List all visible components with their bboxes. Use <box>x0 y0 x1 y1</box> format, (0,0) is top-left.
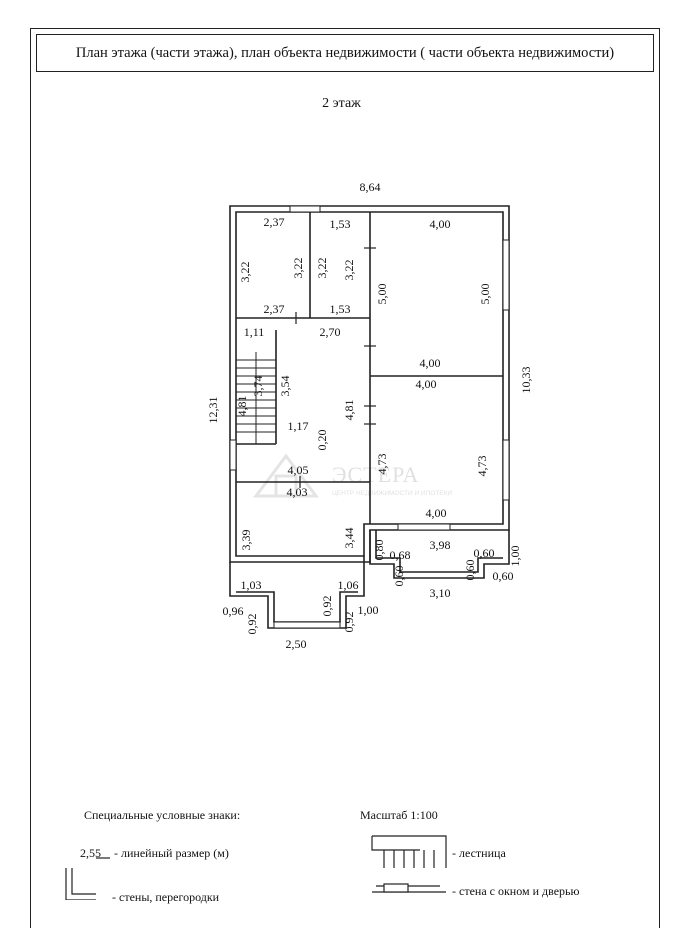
legend-dim-text: - линейный размер (м) <box>114 846 229 860</box>
floor-label: 2 этаж <box>322 96 361 111</box>
legend-walls-text: - стены, перегородки <box>112 890 220 904</box>
dim-hall-bottom: 4,05 <box>288 463 309 477</box>
legend-window-text: - стена с окном и дверью <box>452 884 580 898</box>
dim-room4-left: 4,73 <box>375 454 389 475</box>
dim-overall-depth: 10,33 <box>519 367 533 394</box>
dim-bay-left: 1,03 <box>241 578 262 592</box>
dim-stair-a: 4,81 <box>235 396 249 417</box>
window-top <box>289 205 321 213</box>
legend-stair-symbol <box>371 835 447 868</box>
floor-plan: 8,64 2,37 2,37 3,22 3,22 1,53 1,53 3,22 … <box>65 180 533 900</box>
dim-room2-right: 3,22 <box>342 260 356 281</box>
dim-bay-offset-left: 0,96 <box>223 604 244 618</box>
dim-hall-inner: 1,17 <box>288 419 309 433</box>
legend-symbols <box>65 835 447 900</box>
legend-window-symbol <box>372 885 446 893</box>
dim-balcony-060a: 0,60 <box>474 546 495 560</box>
dim-room1-left: 3,22 <box>238 262 252 283</box>
dim-room2-bottom: 1,53 <box>330 302 351 316</box>
watermark-logo-icon <box>253 453 319 498</box>
dim-hall-right: 4,81 <box>342 400 356 421</box>
dim-left-height: 12,31 <box>206 397 220 424</box>
dim-bay-depth-left: 0,92 <box>245 614 259 635</box>
dim-room1-right: 3,22 <box>291 258 305 279</box>
outer-wall-inner <box>235 211 504 557</box>
dim-bay-offset-right: 1,00 <box>358 603 379 617</box>
dim-room5-left: 3,39 <box>239 530 253 551</box>
dim-room1-bottom: 2,37 <box>264 302 285 316</box>
window-room4 <box>502 439 510 501</box>
sheet-title: План этажа (части этажа), план объекта н… <box>75 45 615 61</box>
dim-room2-left: 3,22 <box>315 258 329 279</box>
scale-label: Масштаб 1:100 <box>360 808 438 822</box>
dim-balcony-width: 3,10 <box>430 586 451 600</box>
dim-room4-bottom: 4,00 <box>426 506 447 520</box>
dim-balcony-068: 0,68 <box>390 548 411 562</box>
stair-steps <box>236 352 276 444</box>
window-room3 <box>502 239 510 311</box>
dim-balcony-398: 3,98 <box>430 538 451 552</box>
dim-balcony-080: 0,80 <box>372 540 386 561</box>
dim-stair-b: 3,74 <box>251 376 265 397</box>
watermark-title: ЭСТЕРА <box>332 462 420 487</box>
door-balcony <box>397 523 451 531</box>
window-left <box>229 439 237 471</box>
dim-room3-right: 5,00 <box>478 284 492 305</box>
dim-overall-width: 8,64 <box>360 180 381 194</box>
dim-balcony-060d: 0,60 <box>493 569 514 583</box>
dim-room5-top: 4,03 <box>287 485 308 499</box>
legend-dim-value: 2,55 <box>80 846 101 860</box>
dim-balcony-100: 1,00 <box>508 546 522 567</box>
legend-wall-symbol <box>65 868 96 900</box>
dim-bay-right: 1,06 <box>338 578 359 592</box>
dim-hall-top: 2,70 <box>320 325 341 339</box>
sheet-frame <box>30 28 660 928</box>
dim-hall-left: 3,54 <box>278 376 292 397</box>
dim-bay-width: 2,50 <box>286 637 307 651</box>
balcony-wall <box>369 530 510 579</box>
door-marks <box>295 247 376 488</box>
legend-stair-text: - лестница <box>452 846 506 860</box>
dim-room4-top: 4,00 <box>416 377 437 391</box>
dim-hall-small: 1,11 <box>244 325 265 339</box>
watermark-subtitle: ЦЕНТР НЕДВИЖИМОСТИ И ИПОТЕКИ <box>332 490 453 497</box>
dim-room5-right: 3,44 <box>342 528 356 549</box>
dim-room1-top: 2,37 <box>264 215 285 229</box>
dim-balcony-060c: 0,60 <box>463 560 477 581</box>
dim-bay-depth-r2: 0,92 <box>342 612 356 633</box>
dim-room2-top: 1,53 <box>330 217 351 231</box>
balcony-wall-inner <box>375 530 503 573</box>
legend-title: Специальные условные знаки: <box>84 808 241 822</box>
watermark: ЭСТЕРА ЦЕНТР НЕДВИЖИМОСТИ И ИПОТЕКИ <box>246 448 466 508</box>
dim-room3-left: 5,00 <box>375 284 389 305</box>
windows <box>229 205 510 629</box>
dim-balcony-060b: 0,60 <box>392 566 406 587</box>
window-bay <box>273 621 341 629</box>
dim-room3-top: 4,00 <box>430 217 451 231</box>
dim-room3-bottom: 4,00 <box>420 356 441 370</box>
dim-hall-gap: 0,20 <box>315 430 329 451</box>
dim-bay-depth-right: 0,92 <box>320 596 334 617</box>
dim-room4-right: 4,73 <box>475 456 489 477</box>
sheet-header: План этажа (части этажа), план объекта н… <box>36 34 654 72</box>
